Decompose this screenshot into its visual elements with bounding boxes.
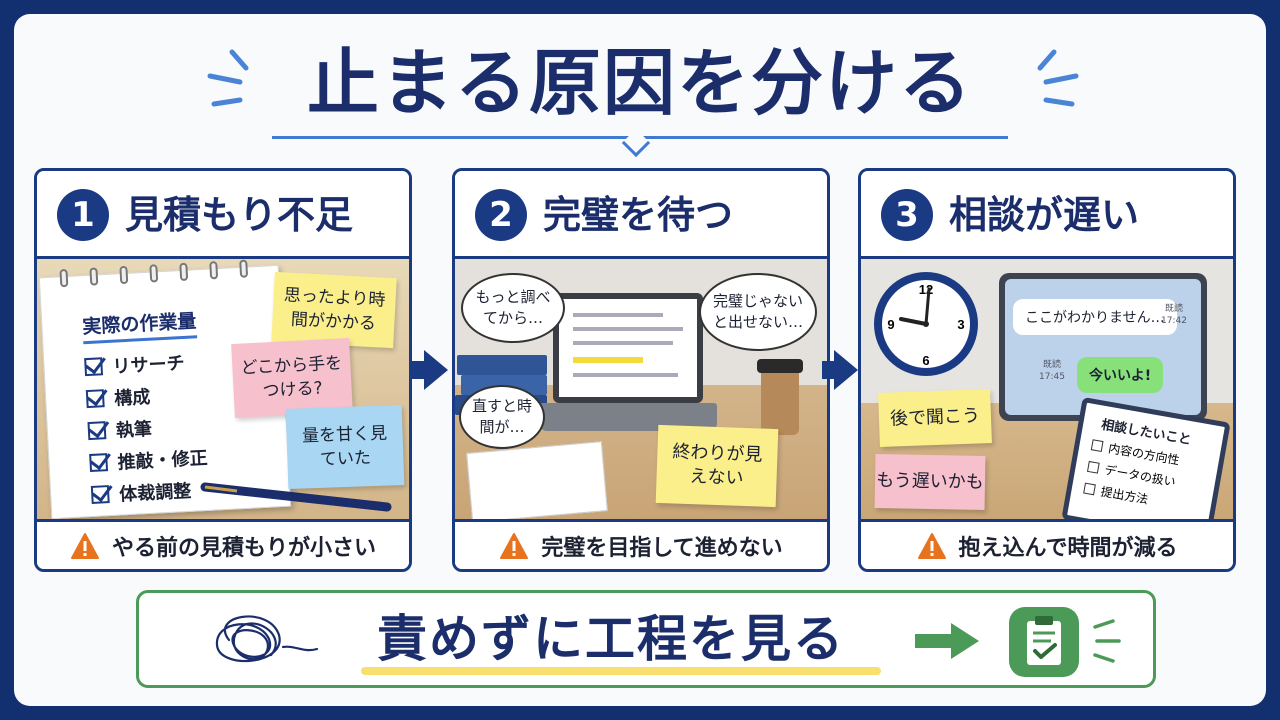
right-arrow-icon <box>424 350 448 390</box>
chat-message: ここがわかりません… <box>1013 299 1177 335</box>
notepad-heading: 実際の作業量 <box>81 306 198 345</box>
clock-icon: 12 3 6 9 <box>874 272 978 376</box>
panel-number: 3 <box>881 189 933 241</box>
notepad-ring <box>59 268 69 288</box>
scene-desk-notepad: 実際の作業量 リサーチ 構成 執筆 推敲・修正 体裁調整 思ったより時間がかかる… <box>37 259 409 521</box>
clipboard-check-icon <box>1009 607 1079 677</box>
sticky-note: どこから手をつける? <box>231 337 353 419</box>
right-burst-icon <box>1037 49 1079 107</box>
right-arrow-icon <box>412 361 426 379</box>
sticky-note: 量を甘く見ていた <box>285 405 405 489</box>
checklist-item: 推敲・修正 <box>89 444 208 476</box>
coffee-cup <box>757 359 803 373</box>
warning-icon <box>70 532 99 559</box>
svg-text:9: 9 <box>887 317 894 332</box>
right-arrow-icon <box>822 361 836 379</box>
caption-text: 完璧を目指して進めない <box>541 535 783 561</box>
banner-highlight <box>361 667 881 675</box>
panel-caption: 抱え込んで時間が減る <box>861 519 1233 569</box>
panel-caption: 完璧を目指して進めない <box>455 519 827 569</box>
panel-number: 2 <box>475 189 527 241</box>
sparkle-icon <box>1093 619 1121 663</box>
notepad-ring <box>239 259 249 278</box>
panel-header: 2 完璧を待つ <box>455 171 827 259</box>
bottom-banner: 責めずに工程を見る <box>136 590 1156 688</box>
chat-message: 今いいよ! <box>1077 357 1164 393</box>
panel-title: 完璧を待つ <box>543 193 734 237</box>
sticky-note: 終わりが見えない <box>655 424 779 508</box>
checkbox-checked-icon <box>89 453 109 473</box>
book-stack <box>457 355 547 375</box>
tangled-scribble-icon <box>215 615 319 663</box>
notebook <box>466 441 608 521</box>
thought-bubble: 完璧じゃないと出せない… <box>699 273 817 351</box>
checklist-item: 執筆 <box>87 415 152 444</box>
notepad-ring <box>149 264 159 283</box>
banner-text: 責めずに工程を見る <box>377 610 845 668</box>
right-arrow-icon <box>834 350 858 390</box>
checklist-item: 構成 <box>85 383 151 412</box>
sticky-note: もう遅いかも <box>874 454 986 510</box>
svg-text:3: 3 <box>957 317 964 332</box>
page-title: 止まる原因を分ける <box>306 41 973 125</box>
panel-header: 3 相談が遅い <box>861 171 1233 259</box>
checkbox-checked-icon <box>87 421 107 441</box>
panel-title: 見積もり不足 <box>125 193 354 237</box>
notepad-ring <box>89 267 99 286</box>
coffee-cup <box>761 373 799 435</box>
thought-bubble: もっと調べてから… <box>461 273 565 343</box>
pen-icon <box>200 482 392 512</box>
svg-text:12: 12 <box>919 282 933 297</box>
panel-caption: やる前の見積もりが小さい <box>37 519 409 569</box>
svg-text:6: 6 <box>922 353 929 368</box>
checkbox-checked-icon <box>84 357 104 377</box>
checkbox-checked-icon <box>90 485 110 504</box>
scene-laptop-desk: もっと調べてから… 完璧じゃないと出せない… 直すと時間が… 終わりが見えない <box>455 259 827 521</box>
notepad-ring <box>119 265 129 285</box>
panel-title: 相談が遅い <box>949 193 1140 237</box>
panel-header: 1 見積もり不足 <box>37 171 409 259</box>
laptop-screen <box>553 293 703 403</box>
checklist-item: リサーチ <box>84 349 185 380</box>
checkbox-checked-icon <box>85 389 105 409</box>
sticky-note: 思ったより時間がかかる <box>271 271 397 349</box>
right-arrow-icon <box>915 623 979 659</box>
warning-icon <box>917 532 946 559</box>
checklist-item: 体裁調整 <box>90 477 192 508</box>
notepad-ring <box>209 261 219 280</box>
caption-text: やる前の見積もりが小さい <box>111 535 376 561</box>
warning-icon <box>500 532 529 559</box>
panel-perfectionism: 2 完璧を待つ もっと調べてから… 完璧じゃないと出せない… 直すと時間が… 終… <box>452 168 830 572</box>
sticky-note: 後で聞こう <box>878 389 992 447</box>
panel-number: 1 <box>57 189 109 241</box>
caption-text: 抱え込んで時間が減る <box>958 535 1178 561</box>
thought-bubble: 直すと時間が… <box>459 385 545 449</box>
left-burst-icon <box>207 49 249 107</box>
notepad-ring <box>179 262 189 282</box>
panel-estimation: 1 見積もり不足 実際の作業量 リサーチ 構成 執筆 推敲・修正 体裁調整 思っ… <box>34 168 412 572</box>
